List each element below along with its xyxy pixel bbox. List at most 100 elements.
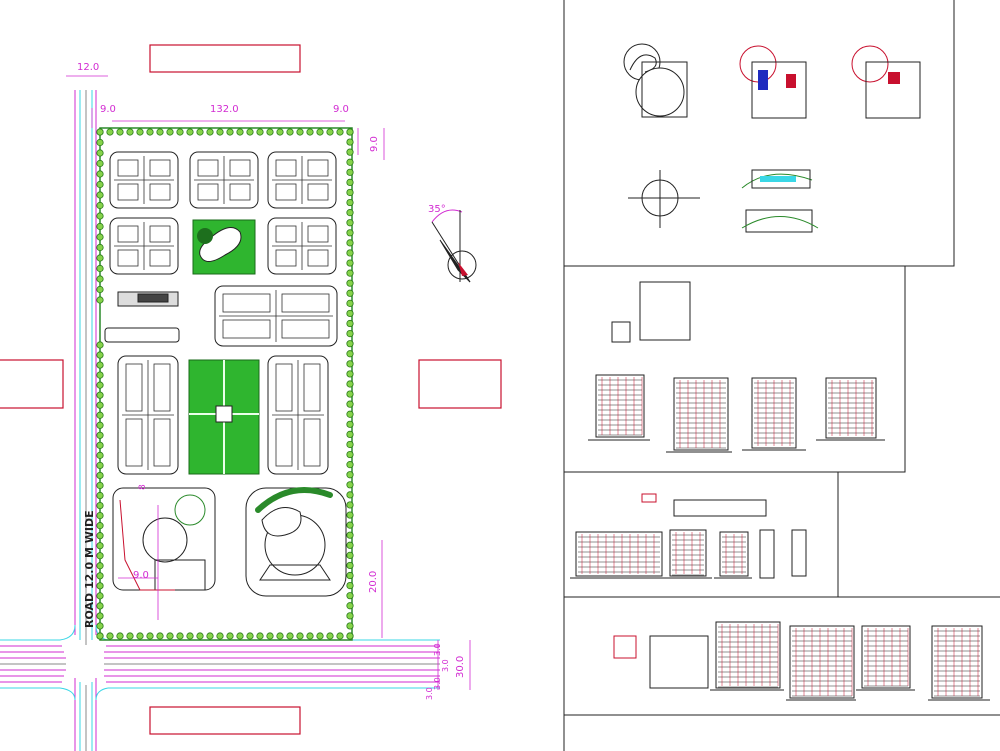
tree-icon (96, 451, 104, 459)
tree-icon (146, 632, 154, 640)
clubhouse (104, 291, 180, 343)
tree-icon (96, 421, 104, 429)
tree-icon (176, 632, 184, 640)
tree-icon (96, 138, 104, 147)
tree-icon (346, 541, 354, 549)
tree-icon (346, 219, 354, 227)
tree-icon (96, 341, 104, 349)
tree-icon (346, 551, 354, 559)
tree-icon (346, 632, 354, 640)
tree-icon (346, 309, 354, 318)
tree-icon (186, 632, 194, 640)
tree-icon (346, 239, 354, 247)
tree-icon (96, 461, 104, 470)
tree-icon (126, 128, 134, 136)
tree-icon (96, 552, 104, 560)
tree-icon (166, 632, 174, 640)
tree-icon (346, 561, 354, 570)
dim-lane-right: 3.0 (433, 677, 442, 690)
tree-icon (346, 209, 354, 217)
tree-icon (96, 371, 104, 379)
tree-icon (346, 148, 354, 156)
tree-icon (346, 622, 354, 630)
title-block-right (418, 359, 502, 409)
tree-icon (96, 501, 104, 510)
tree-icon (166, 128, 174, 136)
tree-icon (126, 632, 134, 640)
tree-icon (346, 491, 354, 499)
tree-icon (206, 128, 214, 136)
tree-icon (346, 269, 354, 277)
green-parks (188, 219, 260, 475)
tree-icon (346, 329, 354, 338)
tree-icon (346, 410, 354, 418)
tree-icon (346, 461, 354, 469)
tree-icon (216, 128, 224, 136)
tree-icon (266, 632, 274, 640)
dim-road-width-right: 30.0 (455, 656, 466, 678)
tree-icon (346, 440, 354, 449)
tree-icon (266, 128, 274, 136)
tree-icon (96, 431, 104, 439)
tree-icon (236, 632, 244, 640)
tree-icon (116, 632, 124, 640)
tree-icon (96, 180, 104, 189)
tree-icon (346, 471, 354, 479)
tree-icon (316, 128, 324, 136)
tree-icon (96, 582, 104, 590)
title-blocks (0, 44, 502, 735)
tree-icon (346, 249, 354, 257)
panel-block-elevations (570, 493, 807, 579)
housing-blocks (109, 151, 347, 597)
tree-icon (326, 128, 334, 136)
tree-icon (246, 128, 254, 136)
sheet-panels (563, 0, 1000, 751)
title-block-top (149, 44, 301, 73)
tree-icon (306, 128, 314, 136)
tree-icon (96, 622, 104, 630)
tree-icon (96, 170, 104, 178)
tree-icon (96, 149, 104, 157)
dim-setback-right: 9.0 (333, 104, 349, 115)
dim-setback-left: 9.0 (100, 104, 116, 115)
tree-icon (346, 581, 354, 590)
tree-icon (346, 128, 354, 136)
title-block-left (0, 359, 64, 409)
dim-setback-top-right: 9.0 (369, 136, 380, 152)
dimension-lines (66, 75, 471, 690)
tree-icon (96, 391, 104, 399)
tree-icon (276, 128, 284, 136)
tree-icon (136, 128, 144, 136)
panel-typical-floor-and-elevations (588, 281, 885, 453)
tree-icon (346, 592, 354, 600)
tree-icon (296, 632, 304, 640)
tree-icon (96, 296, 104, 304)
tree-icon (96, 233, 104, 241)
tree-icon (346, 198, 354, 207)
site-boundary (96, 127, 354, 641)
tree-icon (346, 158, 354, 166)
tree-icon (216, 632, 224, 640)
tree-icon (186, 128, 194, 136)
tree-icon (226, 128, 234, 136)
tree-icon (96, 632, 104, 640)
tree-icon (346, 279, 354, 287)
tree-icon (346, 531, 354, 539)
tree-icon (346, 289, 354, 297)
tree-icon (346, 521, 354, 529)
tree-icon (346, 501, 354, 509)
tree-icon (96, 361, 104, 369)
north-arrow-icon (431, 209, 477, 283)
dim-site-width: 132.0 (210, 104, 239, 115)
tree-icon (96, 128, 104, 136)
tree-icon (116, 128, 124, 136)
tree-icon (96, 572, 104, 580)
tree-icon (96, 201, 104, 210)
tree-icon (336, 632, 344, 640)
tree-icon (96, 532, 104, 540)
tree-icon (96, 602, 104, 610)
club-circle (255, 487, 333, 581)
tree-icon (256, 128, 264, 136)
tree-icon (346, 168, 354, 176)
dim-inner-c: 8 (138, 484, 148, 490)
